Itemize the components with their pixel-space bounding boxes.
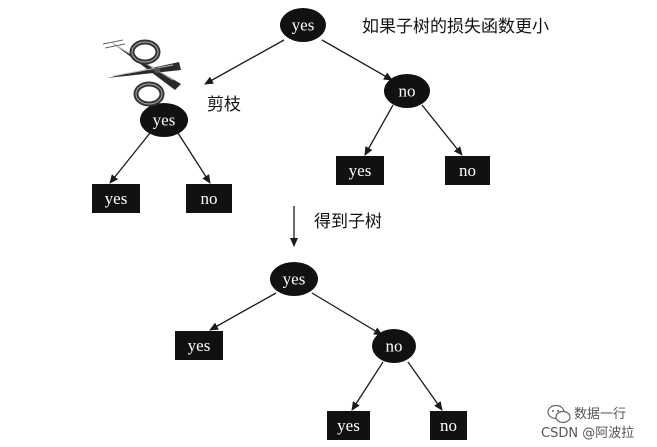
prune-annotation: 剪枝 — [207, 95, 241, 115]
edge-root-right — [321, 39, 393, 81]
leaf-left-left-label: yes — [105, 189, 128, 208]
edge-after-root-left — [209, 292, 277, 331]
edge-right-leftleaf — [364, 104, 394, 156]
leaf-right-left: yes — [336, 156, 384, 185]
tree-before: yes yes yes no no yes no — [92, 8, 490, 213]
node-right: no — [384, 74, 430, 108]
after-leaf-right-right-label: no — [440, 416, 457, 435]
leaf-left-left: yes — [92, 184, 140, 213]
leaf-left-right-label: no — [201, 189, 218, 208]
after-leaf-left: yes — [175, 331, 223, 360]
after-leaf-right-left-label: yes — [337, 416, 360, 435]
tree-after: yes yes no yes no — [175, 262, 467, 440]
after-leaf-left-label: yes — [188, 336, 211, 355]
edge-root-left — [204, 39, 285, 85]
after-leaf-right-right: no — [430, 411, 467, 440]
watermark: 数据一行 CSDN @阿波拉 — [541, 404, 634, 441]
scissors-icon — [102, 39, 181, 107]
after-leaf-right-left: yes — [327, 411, 370, 440]
watermark-csdn: CSDN @阿波拉 — [541, 426, 634, 441]
edge-after-root-right — [311, 292, 383, 336]
wechat-icon — [547, 404, 571, 424]
condition-annotation: 如果子树的损失函数更小 — [362, 17, 549, 37]
node-right-label: no — [399, 82, 416, 101]
after-node-root: yes — [270, 262, 318, 296]
leaf-right-left-label: yes — [349, 161, 372, 180]
leaf-left-right: no — [186, 184, 232, 213]
node-left-label: yes — [153, 111, 176, 130]
edge-right-rightleaf — [421, 104, 463, 156]
after-node-right: no — [372, 329, 416, 363]
edge-after-right-leftleaf — [351, 361, 384, 411]
edge-left-leftleaf — [109, 132, 151, 184]
node-root: yes — [280, 8, 326, 42]
after-node-right-label: no — [386, 337, 403, 356]
node-root-label: yes — [292, 16, 315, 35]
leaf-right-right-label: no — [459, 161, 476, 180]
after-node-root-label: yes — [283, 270, 306, 289]
watermark-account: 数据一行 — [574, 407, 626, 422]
edge-left-rightleaf — [177, 132, 211, 184]
edge-after-right-rightleaf — [407, 361, 443, 411]
node-left: yes — [140, 103, 188, 137]
result-annotation: 得到子树 — [314, 212, 382, 232]
leaf-right-right: no — [445, 156, 490, 185]
